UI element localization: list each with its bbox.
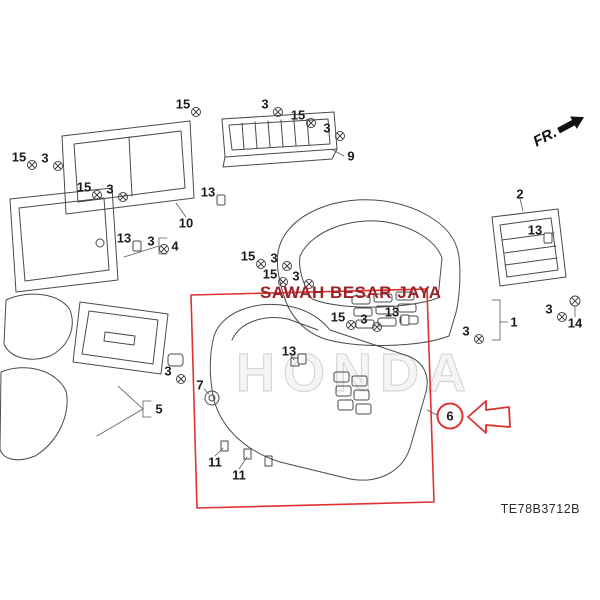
part-callout-13: 13 (116, 230, 132, 246)
part-callout-2: 2 (516, 186, 524, 202)
part-10-upper-garnish (61, 120, 195, 215)
clip-icon (543, 232, 553, 244)
part-callout-3: 3 (462, 323, 470, 339)
part-callout-3: 3 (292, 268, 300, 284)
part-callout-13: 13 (281, 343, 297, 359)
screw-icon (118, 192, 128, 202)
part-callout-9: 9 (347, 148, 355, 164)
part-callout-15: 15 (175, 96, 191, 112)
part-9-center-vent (221, 111, 338, 168)
clip-icon (216, 194, 226, 206)
part-callout-13: 13 (200, 184, 216, 200)
part-callout-highlighted: 6 (436, 402, 464, 430)
part-callout-13: 13 (384, 304, 400, 320)
clip-icon (132, 240, 142, 252)
screw-icon (474, 334, 484, 344)
part-callout-3: 3 (323, 120, 331, 136)
part-callout-11: 11 (208, 454, 222, 470)
screw-icon (273, 107, 283, 117)
part-callout-7: 7 (196, 377, 204, 393)
highlight-arrow-icon (467, 400, 511, 434)
screw-icon (27, 160, 37, 170)
part-callout-15: 15 (330, 309, 346, 325)
part-callout-3: 3 (270, 250, 278, 266)
part-callout-15: 15 (290, 107, 306, 123)
part-callout-4: 4 (171, 238, 179, 254)
clip-icon (400, 314, 410, 326)
part-callout-3: 3 (360, 311, 368, 327)
screw-icon (304, 279, 314, 289)
screw-icon (256, 259, 266, 269)
part-callout-13: 13 (527, 222, 543, 238)
screw-icon (159, 244, 169, 254)
part-callout-15: 15 (240, 248, 256, 264)
clip-icon (297, 353, 307, 365)
part-callout-14: 14 (567, 315, 583, 331)
part-5-pocket-and-column-covers (0, 293, 184, 461)
part-callout-1: 1 (510, 314, 518, 330)
part-callout-3: 3 (41, 150, 49, 166)
part-callout-3: 3 (106, 181, 114, 197)
part-callout-10: 10 (178, 215, 194, 231)
part-callout-15: 15 (76, 179, 92, 195)
screw-icon (306, 118, 316, 128)
part-14-screw (569, 295, 581, 307)
screw-icon (282, 261, 292, 271)
part-callout-3: 3 (261, 96, 269, 112)
part-2-side-vent (491, 208, 567, 287)
leader-lines (96, 149, 576, 470)
screw-icon (346, 320, 356, 330)
part-callout-15: 15 (262, 266, 278, 282)
screw-icon (372, 322, 382, 332)
part-callout-15: 15 (11, 149, 27, 165)
part-number: TE78B3712B (500, 502, 580, 516)
screw-icon (557, 312, 567, 322)
part-callout-3: 3 (164, 363, 172, 379)
part-callout-11: 11 (232, 467, 246, 483)
part-callout-3: 3 (545, 301, 553, 317)
screw-icon (176, 374, 186, 384)
screw-icon (335, 131, 345, 141)
screw-icon (92, 190, 102, 200)
front-direction-indicator: FR. (530, 109, 588, 150)
front-arrow-icon (556, 116, 584, 133)
part-4-display-unit (9, 187, 119, 293)
screw-icon (278, 277, 288, 287)
screw-icon (53, 161, 63, 171)
part-callout-5: 5 (155, 401, 163, 417)
screw-icon (191, 107, 201, 117)
part-callout-3: 3 (147, 233, 155, 249)
seller-watermark: SAWAH BESAR JAYA (260, 283, 442, 302)
highlight-box (190, 288, 435, 509)
